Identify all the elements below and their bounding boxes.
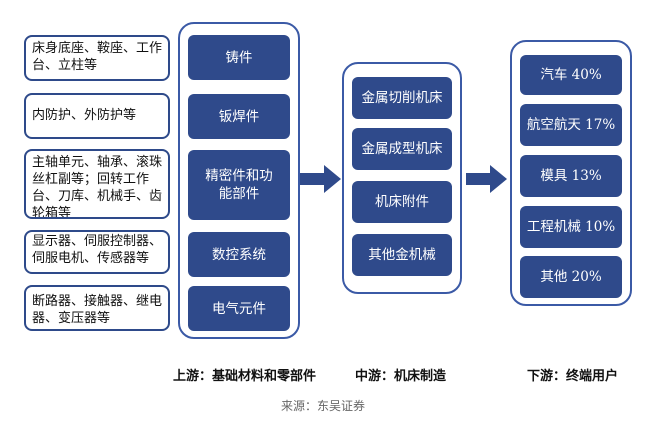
upstream-item-precision-parts: 精密件和功能部件 — [188, 150, 290, 220]
downstream-item-aerospace: 航空航天 17% — [520, 104, 622, 146]
upstream-item-sheet-metal: 钣焊件 — [188, 94, 290, 139]
arrow-to-downstream-icon — [466, 165, 507, 193]
note-sheet-metal-parts: 内防护、外防护等 — [24, 93, 170, 139]
arrow-to-midstream-icon — [300, 165, 341, 193]
midstream-caption: 中游：机床制造 — [355, 369, 447, 384]
note-casting-parts: 床身底座、鞍座、工作台、立柱等 — [24, 35, 170, 81]
upstream-item-cnc-system: 数控系统 — [188, 232, 290, 277]
midstream-item-machine-accessories: 机床附件 — [352, 181, 452, 223]
source-credit: 来源：东吴证券 — [280, 399, 365, 413]
upstream-caption: 上游：基础材料和零部件 — [173, 369, 317, 384]
downstream-item-other: 其他 20% — [520, 256, 622, 298]
downstream-item-molds: 模具 13% — [520, 155, 622, 197]
note-precision-parts: 主轴单元、轴承、滚珠丝杠副等；回转工作台、刀库、机械手、齿轮箱等 — [24, 149, 170, 219]
note-cnc-system: 显示器、伺服控制器、伺服电机、传感器等 — [24, 230, 170, 274]
midstream-item-forming-machine: 金属成型机床 — [352, 128, 452, 170]
note-electrical-parts: 断路器、接触器、继电器、变压器等 — [24, 285, 170, 331]
downstream-item-construction-machinery: 工程机械 10% — [520, 206, 622, 248]
upstream-item-electrical: 电气元件 — [188, 286, 290, 331]
downstream-item-automotive: 汽车 40% — [520, 55, 622, 95]
midstream-item-cutting-machine: 金属切削机床 — [352, 77, 452, 119]
downstream-caption: 下游：终端用户 — [527, 369, 619, 384]
midstream-item-other-machinery: 其他金机械 — [352, 234, 452, 276]
upstream-item-casting: 铸件 — [188, 35, 290, 80]
